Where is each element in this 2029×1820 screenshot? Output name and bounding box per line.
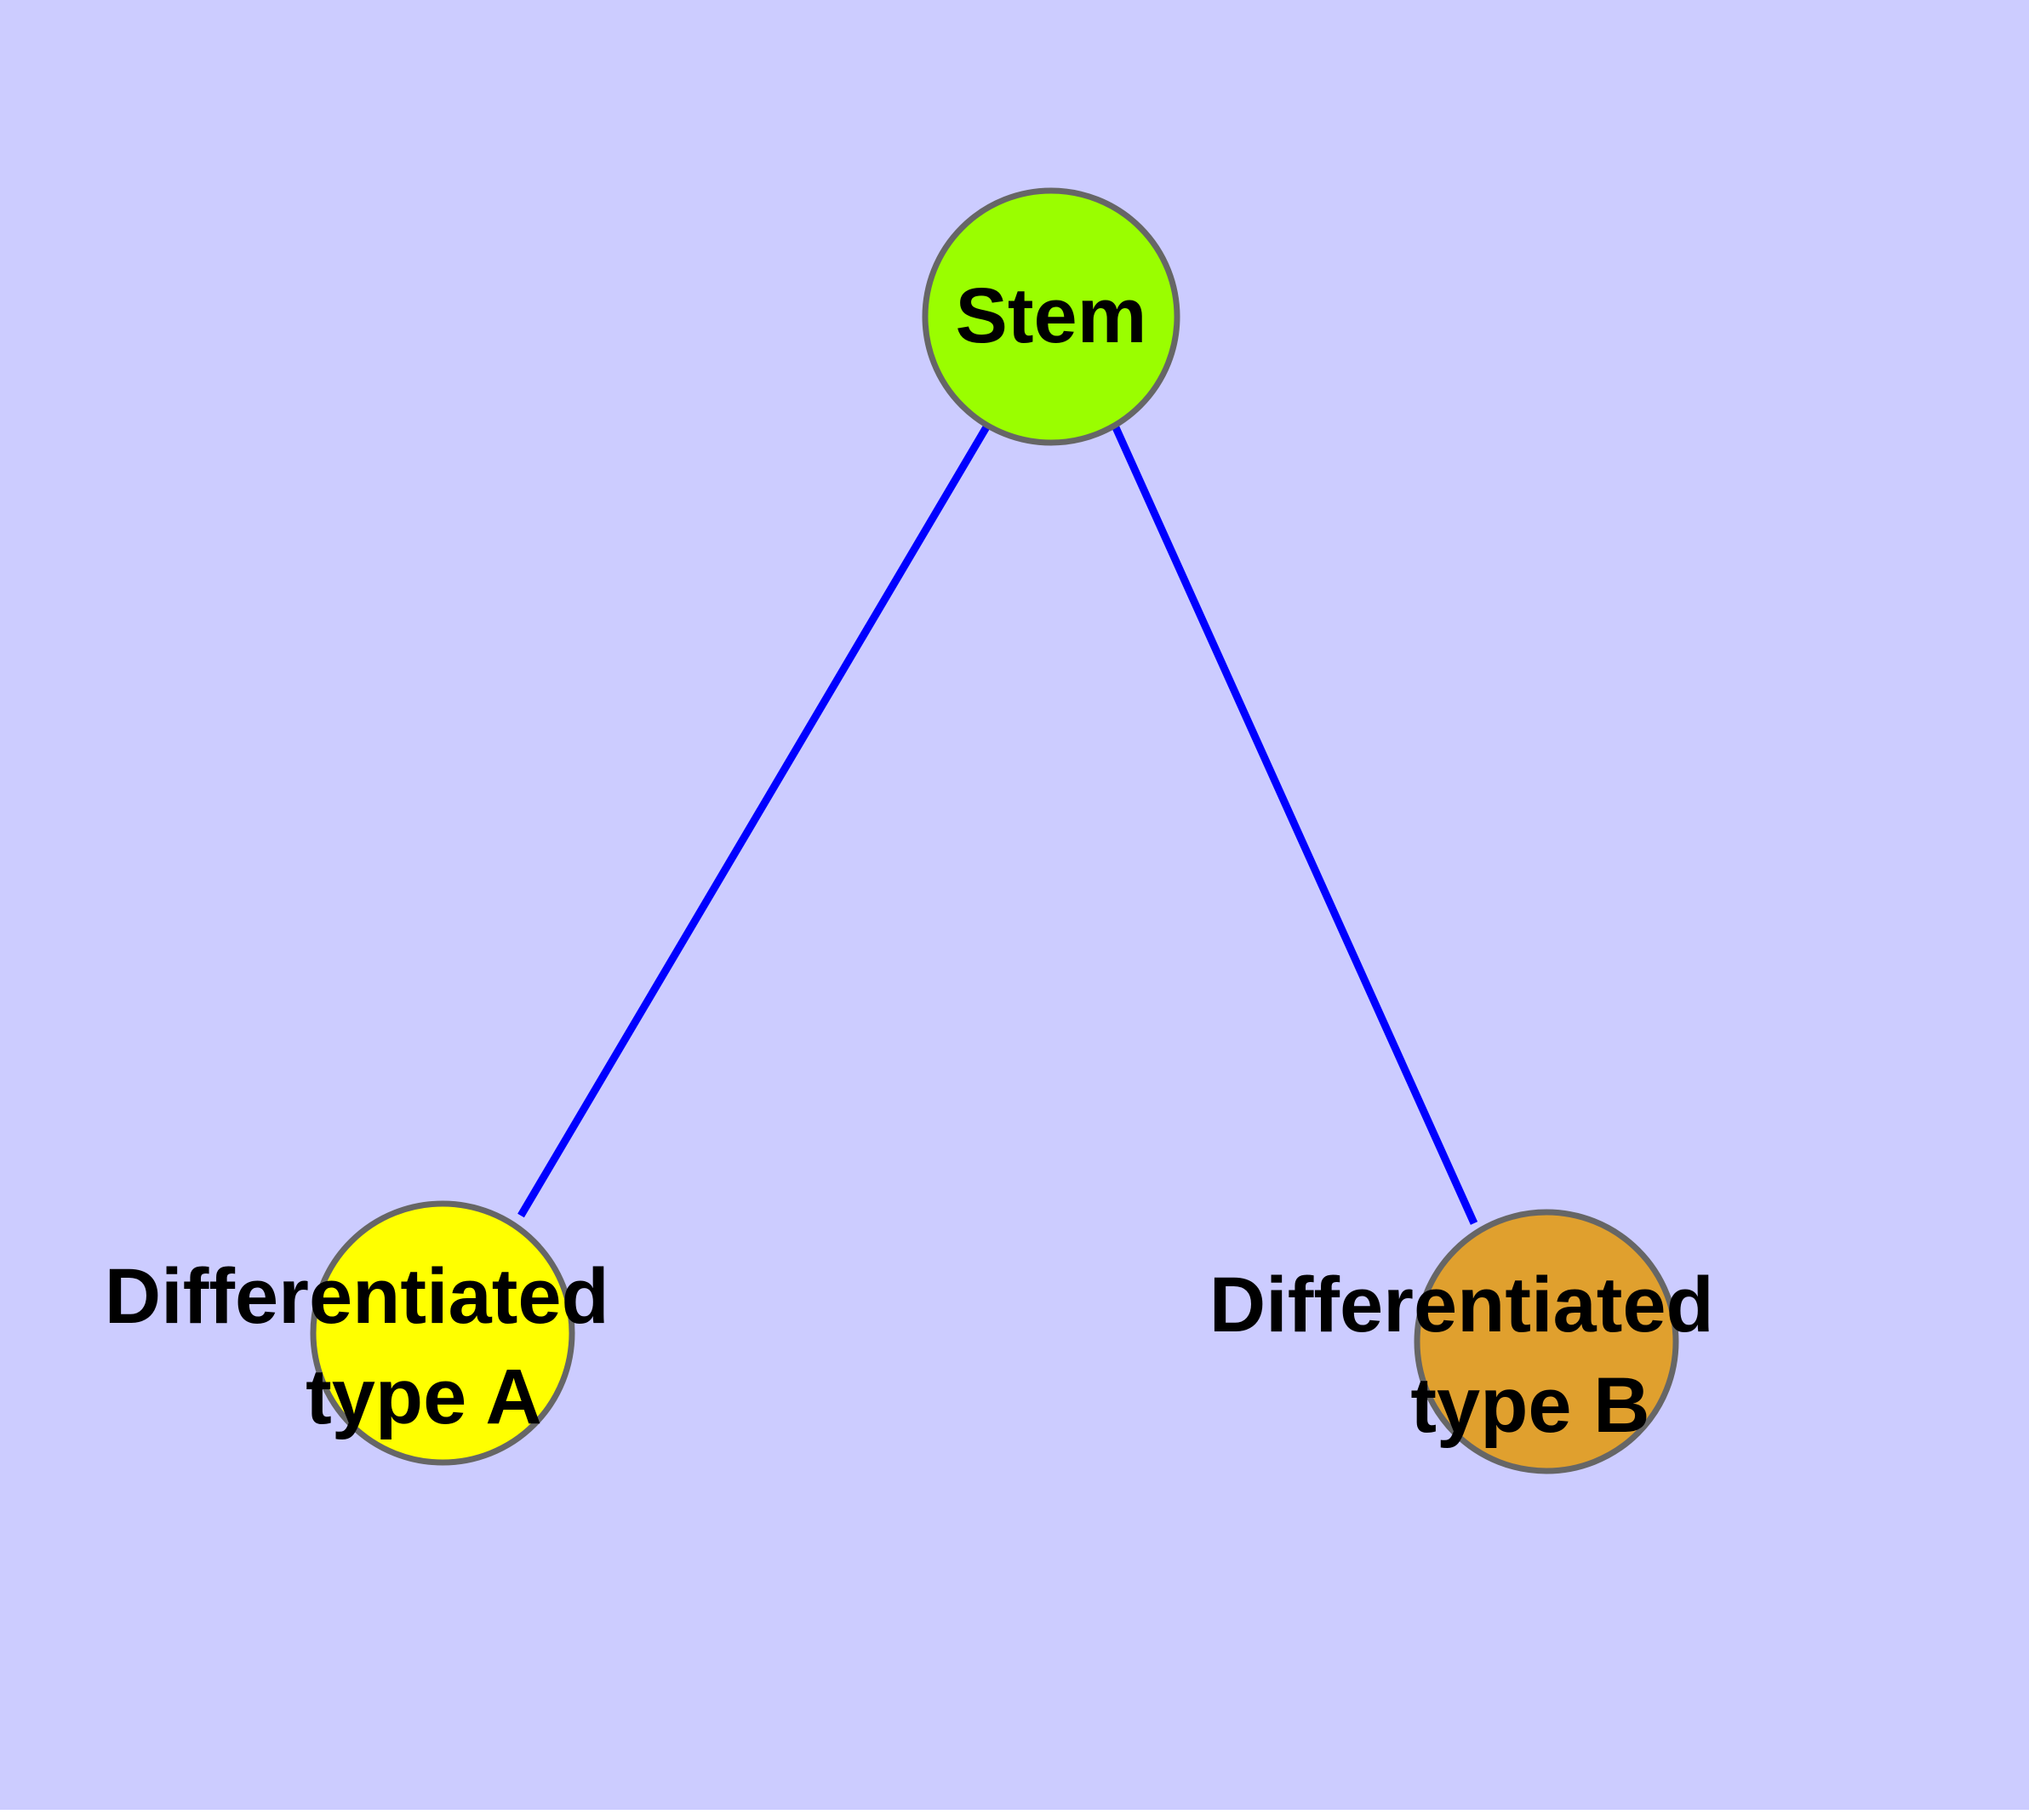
- node-label-stem-line-1: Stem: [956, 272, 1147, 359]
- node-label-stem: Stem: [956, 272, 1147, 359]
- node-stem[interactable]: [922, 187, 1180, 446]
- edge-stem-to-differentiated-b[interactable]: [1111, 424, 1478, 1225]
- node-label-differentiated-type-b: Differentiated type B: [1209, 1262, 1736, 1449]
- node-label-b-line-1: Differentiated: [1209, 1262, 1714, 1348]
- node-label-b-line-2: type B: [1410, 1362, 1649, 1449]
- node-label-a-line-1: Differentiated: [105, 1253, 609, 1340]
- edge-stem-to-differentiated-a[interactable]: [517, 423, 991, 1218]
- labels-group: Stem Differentiated type A Differentiate…: [105, 272, 1736, 1449]
- node-differentiated-type-b[interactable]: [1414, 1209, 1679, 1474]
- edges-group: [517, 423, 1478, 1225]
- node-label-a-line-2: type A: [306, 1354, 542, 1440]
- node-differentiated-type-a[interactable]: [310, 1200, 575, 1466]
- nodes-group: [310, 187, 1679, 1474]
- node-label-differentiated-type-a: Differentiated type A: [105, 1253, 632, 1440]
